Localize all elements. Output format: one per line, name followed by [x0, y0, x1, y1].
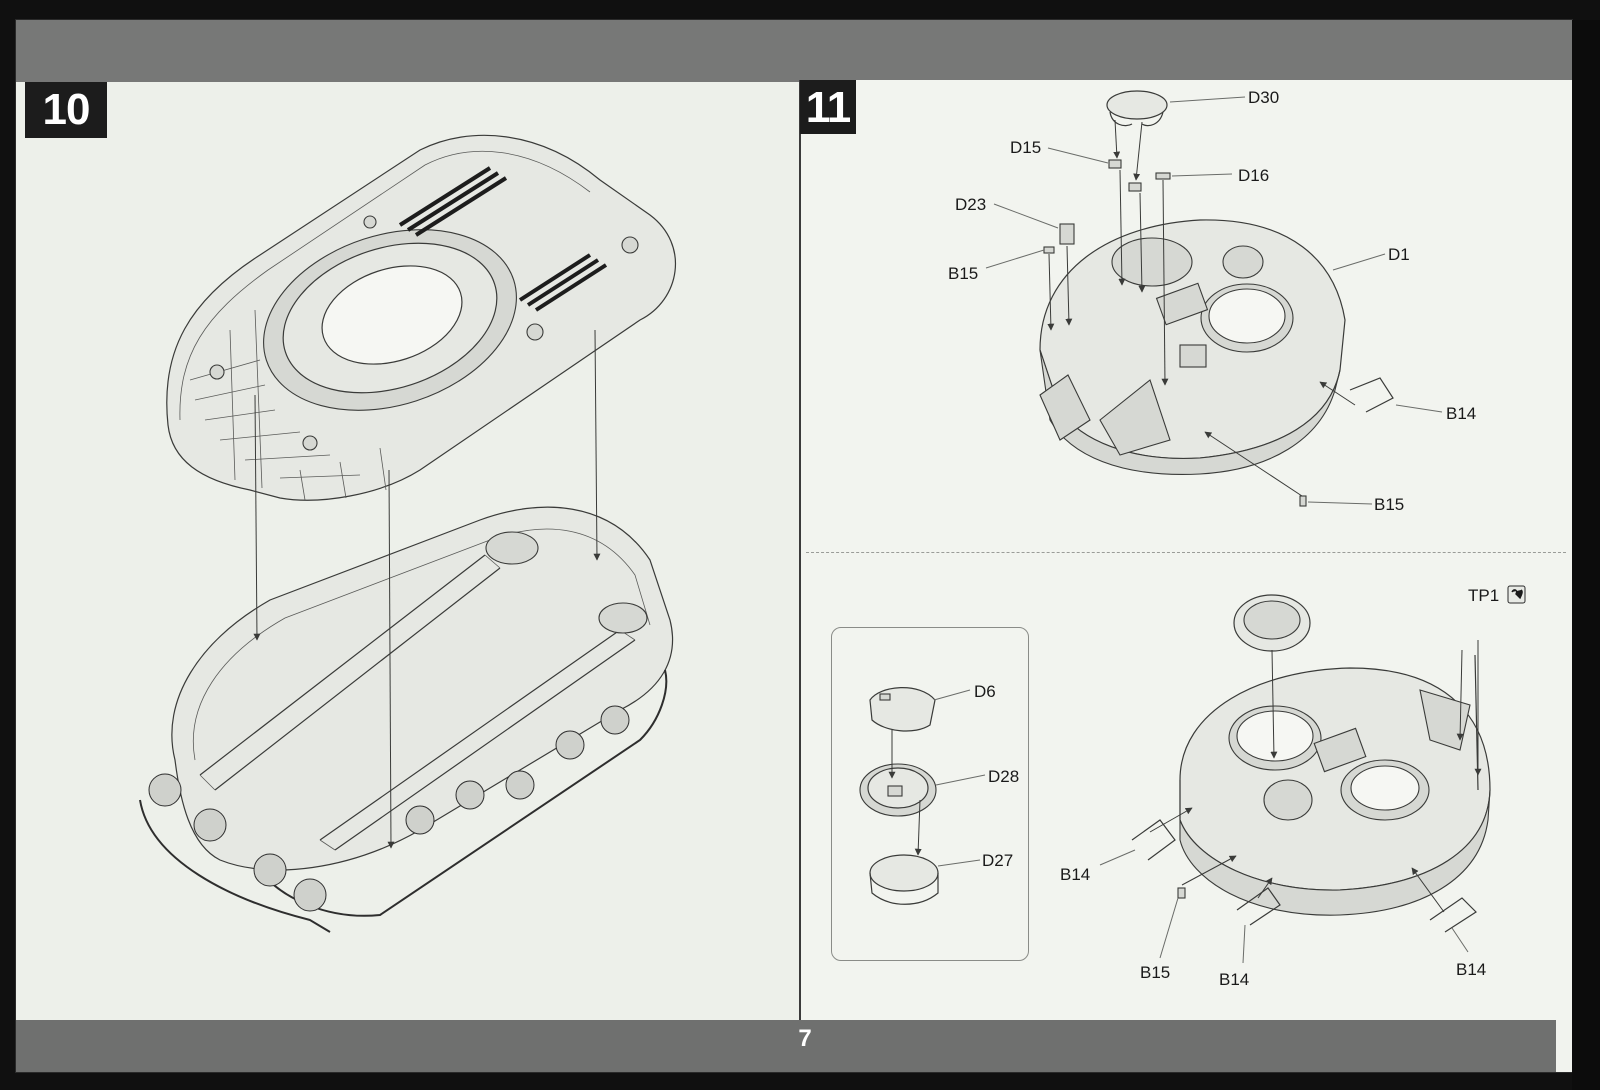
callout-d27: D27 — [982, 851, 1013, 870]
page-number: 7 — [798, 1025, 812, 1052]
part-d15-a — [1108, 159, 1122, 169]
footer-band — [16, 1020, 1556, 1072]
part-d16 — [1155, 172, 1171, 180]
part-d23 — [1059, 223, 1075, 245]
header-band — [16, 20, 1572, 82]
part-d28 — [859, 763, 937, 817]
callout-d16: D16 — [1238, 166, 1269, 185]
background-edge — [1572, 20, 1600, 1090]
callout-d15: D15 — [1010, 138, 1041, 157]
callout-b15-lower: B15 — [1374, 495, 1404, 514]
step-11-badge: 11 — [800, 80, 856, 134]
part-b14-upper — [1349, 377, 1394, 413]
turret-upper-view — [1039, 219, 1346, 475]
callout-tp1: TP1 — [1468, 586, 1499, 605]
part-d15-b — [1128, 182, 1142, 192]
callout-b14-mid: B14 — [1219, 970, 1249, 989]
part-d6 — [869, 687, 936, 732]
callout-b14-upper: B14 — [1446, 404, 1476, 423]
part-hatch-lower — [1233, 594, 1311, 652]
part-d30 — [1106, 90, 1168, 127]
page-spine — [799, 80, 801, 1020]
part-b14-left — [1131, 819, 1176, 861]
callout-d1: D1 — [1388, 245, 1410, 264]
callout-b14-left: B14 — [1060, 865, 1090, 884]
callout-d6: D6 — [974, 682, 996, 701]
upper-hull-deck — [166, 134, 676, 501]
callout-b15-upper: B15 — [948, 264, 978, 283]
callout-d28: D28 — [988, 767, 1019, 786]
part-b14-mid — [1236, 887, 1281, 926]
callout-b15-left: B15 — [1140, 963, 1170, 982]
part-b15-lower — [1299, 495, 1307, 507]
part-b14-right — [1429, 897, 1477, 933]
part-d27 — [869, 854, 939, 905]
part-b15-upper — [1043, 246, 1055, 254]
step-10-badge: 10 — [25, 82, 107, 138]
turret-lower-view — [1179, 667, 1491, 916]
callout-d30: D30 — [1248, 88, 1279, 107]
lower-hull-tub — [139, 506, 674, 933]
callout-b14-right: B14 — [1456, 960, 1486, 979]
photo-etch-icon — [1507, 585, 1526, 604]
part-b15-left — [1177, 887, 1186, 899]
callout-d23: D23 — [955, 195, 986, 214]
substep-separator — [806, 552, 1566, 553]
